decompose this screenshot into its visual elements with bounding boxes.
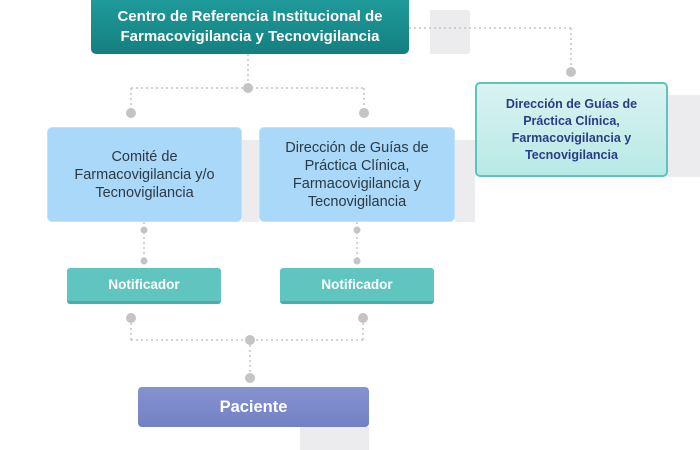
- mid-node-line-3: Farmacovigilancia y: [292, 175, 422, 192]
- connector-dot: [566, 67, 576, 77]
- notifier-mid-label: Notificador: [321, 277, 393, 292]
- connector-dot: [353, 257, 361, 265]
- connector-dot: [353, 226, 361, 234]
- connector-dot: [359, 108, 369, 118]
- left-node-shadow: [242, 140, 259, 222]
- connector-dot: [140, 257, 148, 265]
- top-node-shadow: [430, 10, 470, 54]
- mid-node-shadow: [455, 140, 475, 222]
- connector-dot: [140, 226, 148, 234]
- patient-node-shadow: [300, 427, 369, 450]
- mid-node-line-1: Dirección de Guías de: [285, 139, 429, 156]
- top-node-centro-referencia: Centro de Referencia Institucional de Fa…: [91, 0, 409, 54]
- notifier-node-left: Notificador: [67, 268, 221, 304]
- left-node-label: Comité de Farmacovigilancia y/o Tecnovig…: [74, 148, 214, 202]
- left-node-comite: Comité de Farmacovigilancia y/o Tecnovig…: [47, 127, 242, 222]
- connector-dot: [126, 313, 136, 323]
- mid-node-line-2: Práctica Clínica,: [304, 157, 410, 174]
- connector-dot: [245, 335, 255, 345]
- mid-node-direccion-guias: Dirección de Guías de Práctica Clínica, …: [259, 127, 455, 222]
- top-node-label: Centro de Referencia Institucional de Fa…: [117, 7, 382, 47]
- right-node-line-3: Farmacovigilancia y: [511, 130, 632, 145]
- left-node-line-1: Comité de: [111, 148, 178, 165]
- notifier-node-mid: Notificador: [280, 268, 434, 304]
- left-node-line-3: Tecnovigilancia: [95, 184, 194, 201]
- top-node-line-2: Farmacovigilancia y Tecnovigilancia: [120, 28, 380, 45]
- connector-dot: [245, 373, 255, 383]
- right-node-line-1: Dirección de Guías de: [505, 96, 638, 111]
- right-node-line-4: Tecnovigilancia: [525, 147, 618, 162]
- connector-dot: [243, 83, 253, 93]
- patient-node: Paciente: [138, 387, 369, 427]
- connector-dot: [126, 108, 136, 118]
- notifier-left-label: Notificador: [108, 277, 180, 292]
- right-node-label: Dirección de Guías de Práctica Clínica, …: [506, 96, 637, 164]
- mid-node-label: Dirección de Guías de Práctica Clínica, …: [285, 139, 428, 211]
- mid-node-line-4: Tecnovigilancia: [307, 193, 407, 210]
- top-node-line-1: Centro de Referencia Institucional de: [117, 8, 383, 25]
- right-node-line-2: Práctica Clínica,: [523, 113, 620, 128]
- right-node-direccion-guias: Dirección de Guías de Práctica Clínica, …: [475, 82, 668, 177]
- left-node-line-2: Farmacovigilancia y/o: [74, 166, 215, 183]
- right-node-shadow: [668, 95, 700, 177]
- connector-dot: [358, 313, 368, 323]
- patient-label: Paciente: [219, 397, 288, 416]
